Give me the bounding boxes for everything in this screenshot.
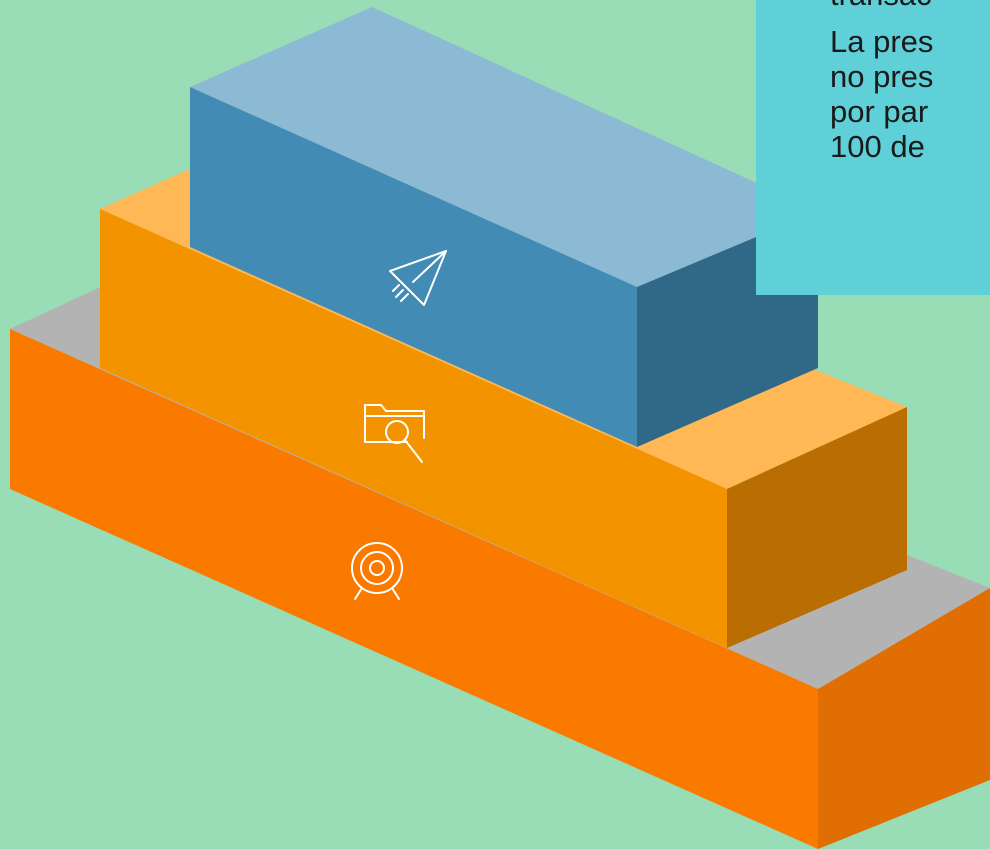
text-panel-line: por par bbox=[830, 94, 929, 129]
target-icon bbox=[351, 542, 403, 600]
middle-block-front-face bbox=[100, 209, 727, 648]
bottom-block-front-face bbox=[10, 329, 818, 849]
text-panel-line: no pres bbox=[830, 59, 934, 94]
text-panel: transac La pres no pres por par 100 de bbox=[756, 0, 990, 295]
top-block-front-face bbox=[190, 87, 637, 447]
text-panel-line: La pres bbox=[830, 24, 934, 59]
text-panel-body: transac La pres no pres por par 100 de bbox=[830, 0, 990, 164]
folder-search-icon bbox=[364, 404, 425, 463]
text-panel-line: 100 de bbox=[830, 129, 925, 164]
bottom-block-side-face bbox=[818, 588, 990, 849]
top-block bbox=[190, 7, 818, 447]
text-panel-line: transac bbox=[830, 0, 990, 12]
top-block-top-face bbox=[190, 7, 818, 287]
middle-block-side-face bbox=[727, 407, 907, 648]
paper-plane-icon bbox=[389, 250, 447, 306]
paragraph-gap bbox=[830, 12, 990, 24]
